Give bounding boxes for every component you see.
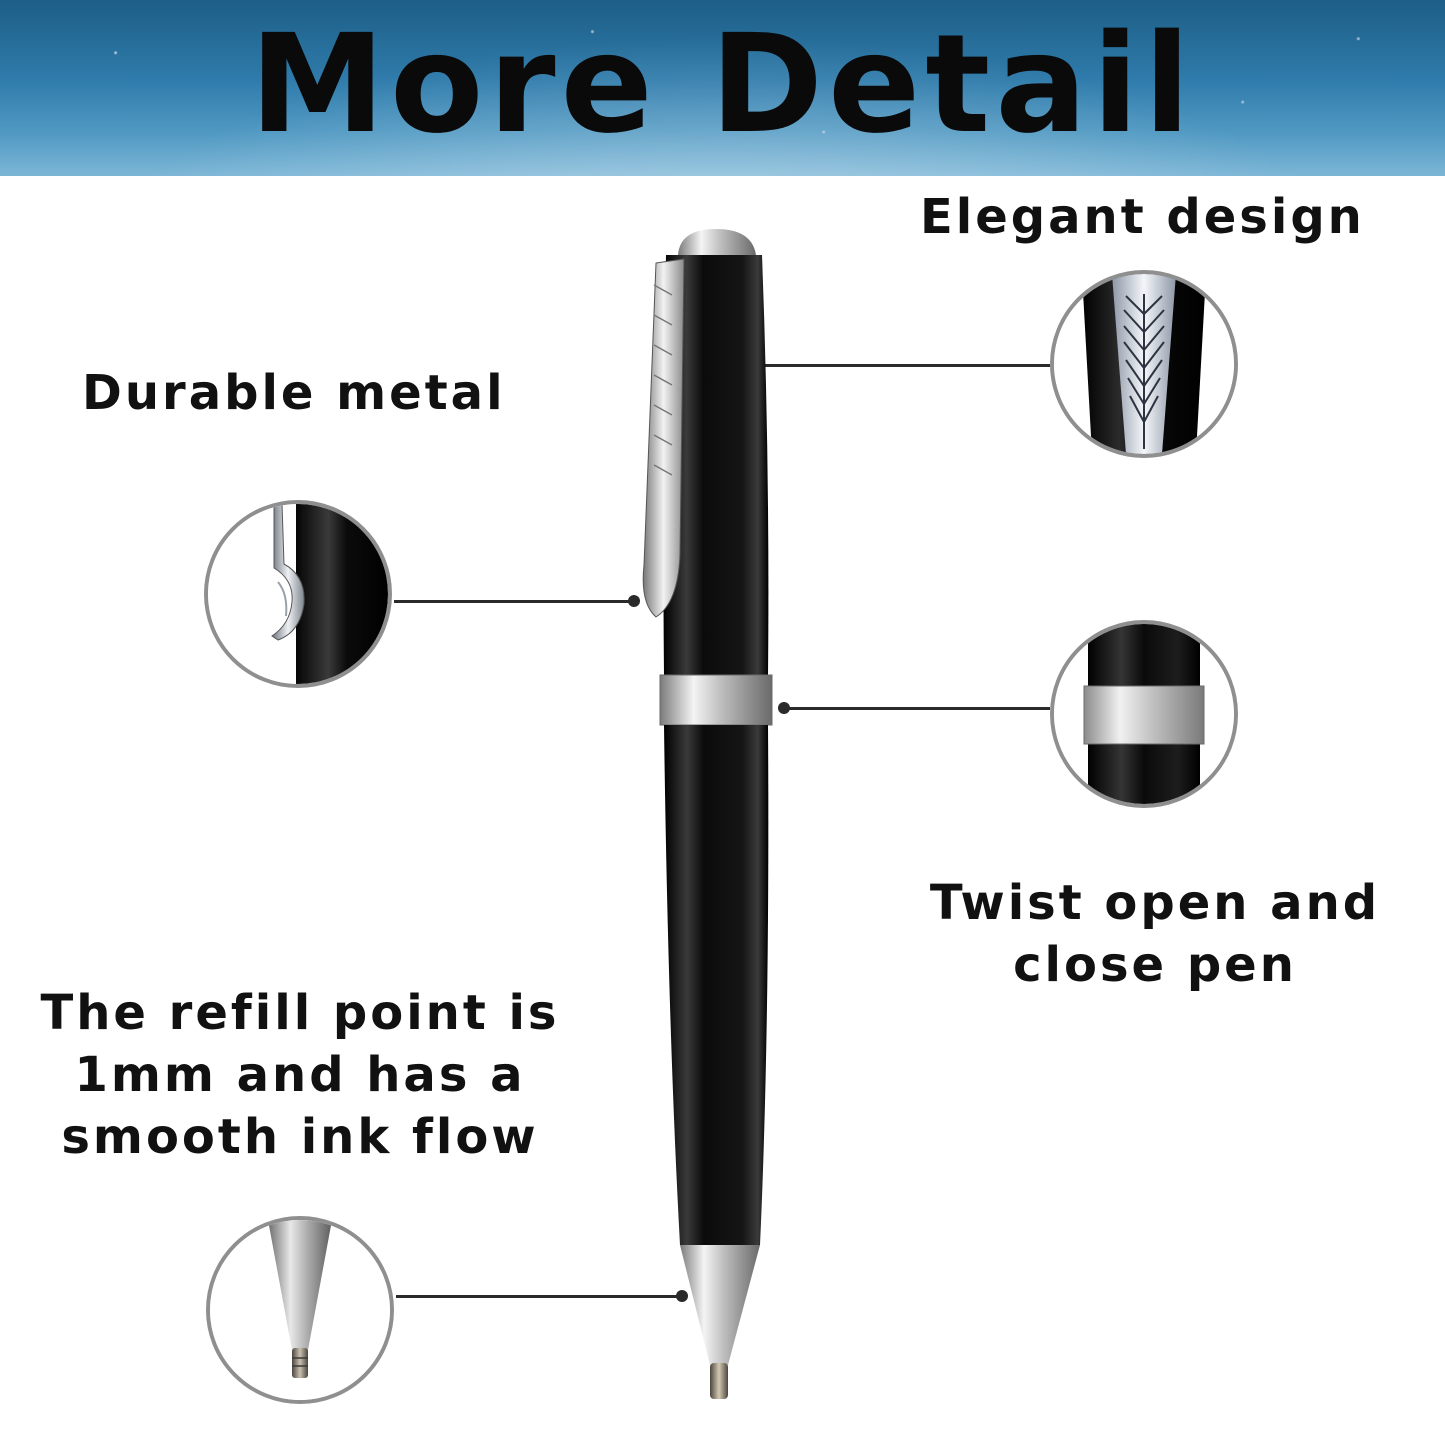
clip-side-zoom-icon <box>204 500 392 688</box>
label-refill-line-3: smooth ink flow <box>61 1109 539 1165</box>
label-twist-line-1: Twist open and <box>929 875 1381 931</box>
callout-line-elegant <box>682 364 1050 367</box>
callout-dot-refill <box>676 1290 688 1302</box>
callout-line-refill <box>396 1295 682 1298</box>
header-banner: More Detail <box>0 0 1445 176</box>
callout-line-twist <box>784 707 1050 710</box>
clip-detail-zoom-icon <box>1050 270 1238 458</box>
label-refill-line-2: 1mm and has a <box>74 1047 526 1103</box>
callout-dot-twist <box>778 702 790 714</box>
callout-line-durable <box>394 600 634 603</box>
label-twist-open: Twist open and close pen <box>900 872 1410 996</box>
callout-dot-durable <box>628 595 640 607</box>
label-durable-metal: Durable metal <box>82 365 506 421</box>
center-ring-zoom-icon <box>1050 620 1238 808</box>
refill-tip-zoom-icon <box>206 1216 394 1404</box>
page-title: More Detail <box>249 6 1196 164</box>
label-twist-line-2: close pen <box>1013 937 1297 993</box>
label-elegant-design: Elegant design <box>920 189 1365 245</box>
ballpoint-pen-image <box>600 225 800 1405</box>
label-refill-point: The refill point is 1mm and has a smooth… <box>20 982 580 1168</box>
label-refill-line-1: The refill point is <box>40 985 560 1041</box>
